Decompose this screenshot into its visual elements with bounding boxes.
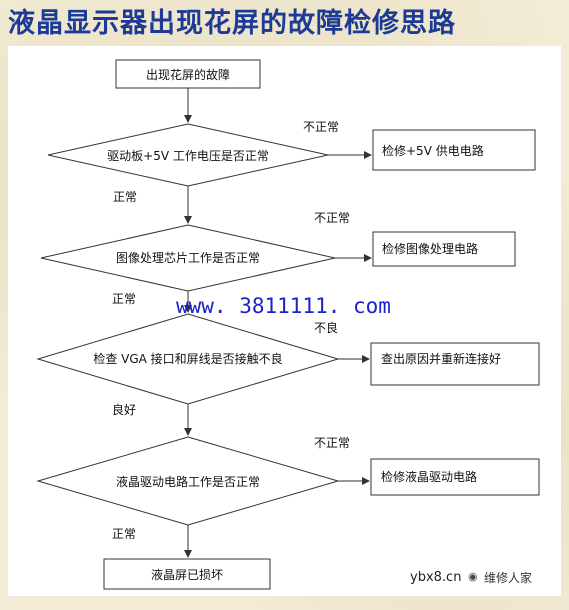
decision-d1-label: 驱动板+5V 工作电压是否正常 <box>107 149 269 163</box>
edge-d4-no-label: 不正常 <box>314 436 350 450</box>
result-r4 <box>370 458 540 496</box>
edge-d2-no-label: 不正常 <box>314 211 350 225</box>
edge-d4-yes-label: 正常 <box>112 527 136 541</box>
edge-d1-no-label: 不正常 <box>303 120 339 134</box>
decision-d3-label: 检查 VGA 接口和屏线是否接触不良 <box>93 351 282 366</box>
result-r4-label: 检修液晶驱动电路 <box>381 469 477 484</box>
start-box <box>115 59 261 89</box>
page-title: 液晶显示器出现花屏的故障检修思路 <box>8 8 456 39</box>
watermark-account: 维修人家 <box>484 571 533 585</box>
edge-d1-yes-label: 正常 <box>113 190 137 204</box>
edge-d2-yes-label: 正常 <box>112 292 136 306</box>
start-label: 出现花屏的故障 <box>146 67 230 82</box>
result-r3-label: 查出原因并重新连接好 <box>381 351 501 366</box>
edge-d3-no-label: 不良 <box>314 320 338 335</box>
end-box <box>103 558 271 590</box>
result-r2 <box>372 231 516 267</box>
wechat-icon: ◉ <box>468 570 478 583</box>
decision-d2-label: 图像处理芯片工作是否正常 <box>116 251 260 265</box>
watermark-site: ybx8.cn <box>410 570 462 585</box>
watermark-url: www. 3811111. com <box>176 294 391 318</box>
result-r3 <box>370 342 540 386</box>
result-r1-label: 检修+5V 供电电路 <box>382 143 484 158</box>
decision-d4-label: 液晶驱动电路工作是否正常 <box>116 474 260 489</box>
result-r1 <box>372 129 536 171</box>
edge-d3-yes-label: 良好 <box>112 402 136 417</box>
end-label: 液晶屏已损坏 <box>151 567 223 582</box>
result-r2-label: 检修图像处理电路 <box>382 241 478 256</box>
